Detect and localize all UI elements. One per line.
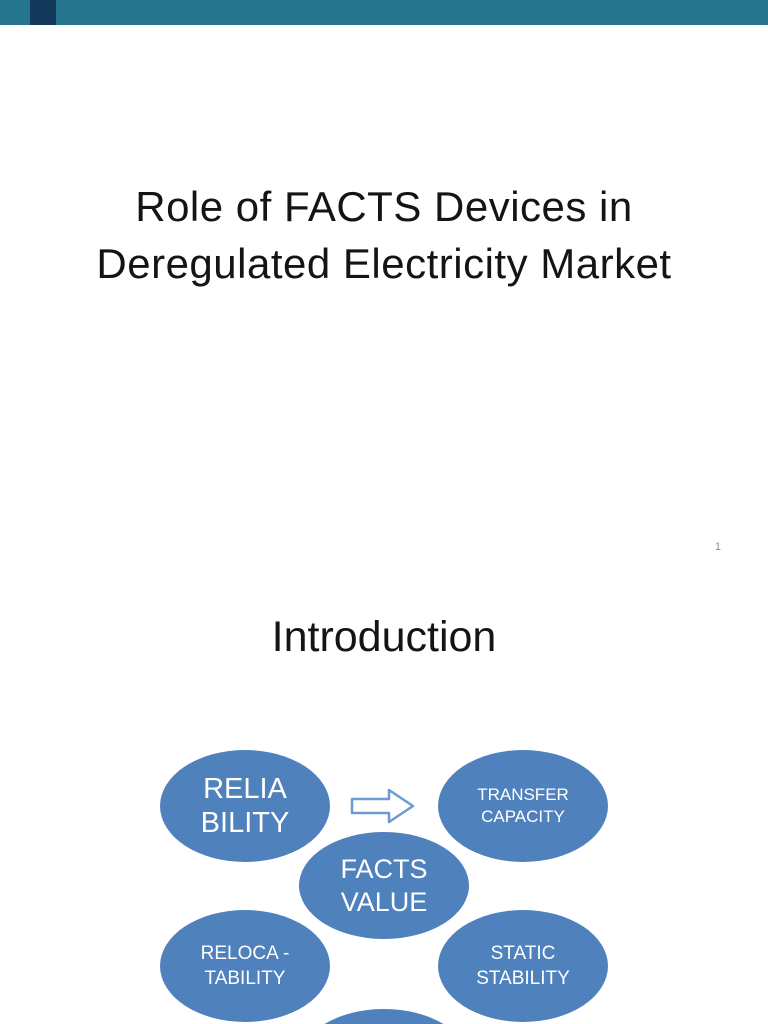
toolbar-accent-block bbox=[30, 0, 56, 25]
ellipse-relocatability: RELOCA - TABILITY bbox=[160, 910, 330, 1022]
ellipse-reliability-line1: RELIA bbox=[203, 773, 287, 805]
ellipse-transfer-capacity-line1: TRANSFER bbox=[477, 785, 569, 804]
slide-1-title-line1: Role of FACTS Devices in bbox=[135, 183, 633, 230]
ellipse-reliability: RELIA BILITY bbox=[160, 750, 330, 862]
viewer-toolbar bbox=[0, 0, 768, 25]
ellipse-transfer-capacity-line2: CAPACITY bbox=[481, 807, 565, 826]
ellipse-relocatability-line1: RELOCA - bbox=[200, 943, 290, 964]
ellipse-facts-value-line1: FACTS bbox=[340, 853, 428, 884]
ellipse-static-stability-line2: STABILITY bbox=[476, 968, 570, 989]
ellipse-relocatability-line2: TABILITY bbox=[204, 968, 286, 989]
slide-2-title: Introduction bbox=[271, 613, 497, 661]
right-arrow-icon bbox=[350, 787, 416, 825]
ellipse-facts-value-line2: VALUE bbox=[340, 886, 428, 917]
ellipse-static-stability-line1: STATIC bbox=[490, 943, 556, 964]
slide-1-title: Role of FACTS Devices in Deregulated Ele… bbox=[0, 178, 768, 292]
ellipse-transfer-capacity: TRANSFER CAPACITY bbox=[438, 750, 608, 862]
ellipse-facts-value: FACTS VALUE bbox=[299, 832, 469, 939]
slide-1-title-line2: Deregulated Electricity Market bbox=[96, 240, 672, 287]
page-number: 1 bbox=[714, 541, 721, 553]
ellipse-static-stability: STATIC STABILITY bbox=[438, 910, 608, 1022]
ellipse-reliability-line2: BILITY bbox=[200, 807, 290, 839]
ellipse-bottom-partial bbox=[299, 1009, 469, 1024]
document-pages[interactable]: Role of FACTS Devices in Deregulated Ele… bbox=[0, 25, 768, 1024]
